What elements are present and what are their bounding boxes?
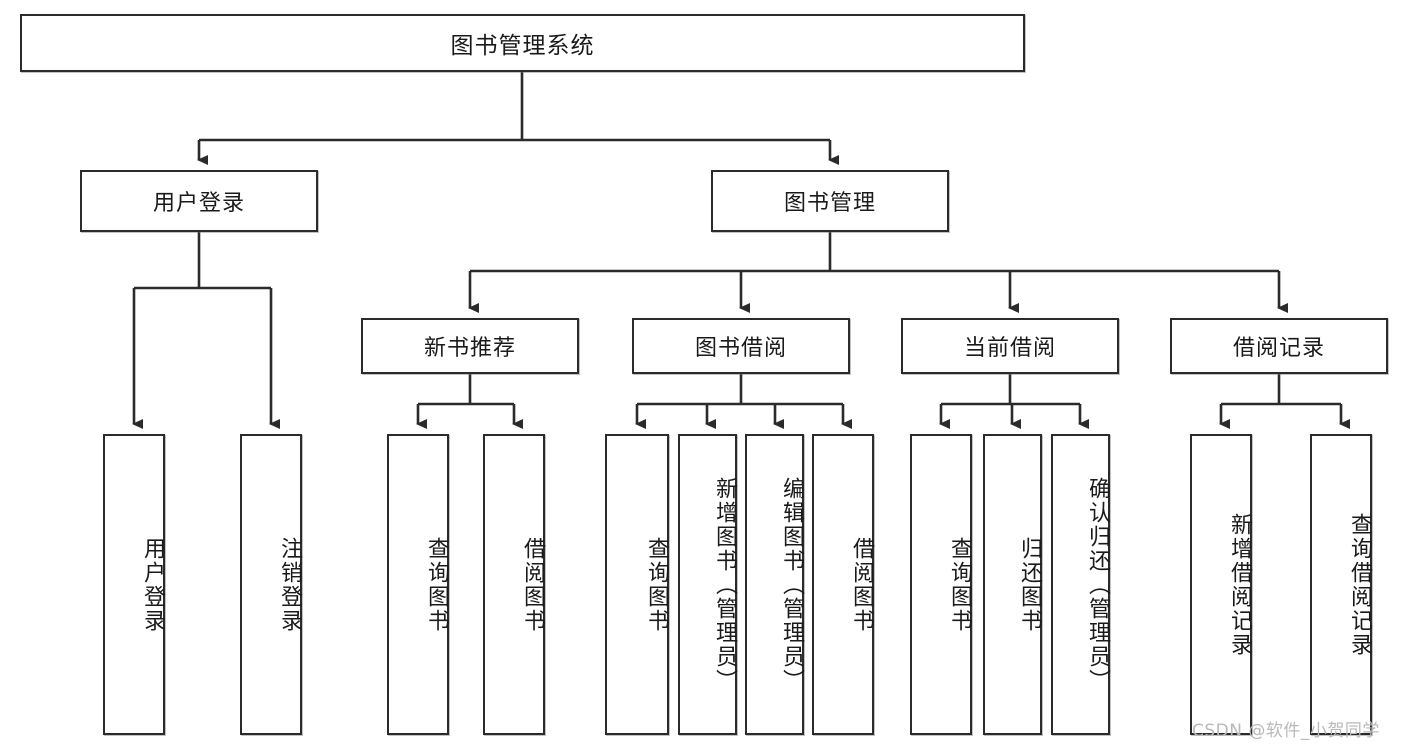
node-leaf-user-login[interactable]: 用户登录: [103, 434, 165, 735]
node-leaf-borrow-book-2[interactable]: 借阅图书: [812, 434, 874, 735]
node-leaf-add-borrow-record[interactable]: 新增借阅记录: [1190, 434, 1252, 735]
node-leaf-user-logout[interactable]: 注销登录: [240, 434, 302, 735]
node-label: 查询图书: [424, 536, 449, 633]
node-leaf-query-book-2[interactable]: 查询图书: [605, 434, 669, 735]
node-leaf-borrow-book-1[interactable]: 借阅图书: [483, 434, 545, 735]
node-label: 借阅图书: [849, 536, 874, 633]
node-label: 新书推荐: [423, 336, 516, 361]
node-label: 查询图书: [947, 536, 972, 633]
node-leaf-query-book-3[interactable]: 查询图书: [910, 434, 972, 735]
node-label: 查询图书: [644, 536, 669, 633]
node-leaf-edit-book-admin[interactable]: 编辑图书（管理员）: [745, 434, 804, 735]
node-label: 查询借阅记录: [1347, 512, 1372, 657]
node-label: 用户登录: [140, 536, 165, 633]
node-new-book-recommend[interactable]: 新书推荐: [361, 318, 579, 374]
node-label: 当前借阅: [963, 336, 1056, 361]
node-label: 确认归还（管理员）: [1085, 476, 1110, 693]
node-label: 图书借阅: [694, 336, 787, 361]
node-label: 借阅记录: [1232, 336, 1325, 361]
node-label: 新增借阅记录: [1227, 512, 1252, 657]
node-leaf-query-book-1[interactable]: 查询图书: [387, 434, 449, 735]
node-leaf-confirm-return-admin[interactable]: 确认归还（管理员）: [1051, 434, 1110, 735]
node-book-manage[interactable]: 图书管理: [711, 170, 949, 232]
node-borrow-record[interactable]: 借阅记录: [1170, 318, 1388, 374]
node-leaf-return-book[interactable]: 归还图书: [983, 434, 1042, 735]
node-label: 注销登录: [277, 536, 302, 633]
node-leaf-add-book-admin[interactable]: 新增图书（管理员）: [678, 434, 737, 735]
node-label: 归还图书: [1017, 536, 1042, 633]
node-label: 用户登录: [152, 191, 245, 216]
node-root-title[interactable]: 图书管理系统: [20, 14, 1025, 72]
node-label: 图书管理系统: [450, 33, 595, 59]
node-book-borrow[interactable]: 图书借阅: [632, 318, 850, 374]
node-leaf-query-borrow-record[interactable]: 查询借阅记录: [1310, 434, 1372, 735]
node-current-borrow[interactable]: 当前借阅: [901, 318, 1119, 374]
node-label: 借阅图书: [520, 536, 545, 633]
node-user-login[interactable]: 用户登录: [80, 170, 318, 232]
node-label: 编辑图书（管理员）: [779, 476, 804, 693]
csdn-watermark: CSDN @软件_小贺同学: [1192, 721, 1380, 741]
node-label: 新增图书（管理员）: [712, 476, 737, 693]
node-label: 图书管理: [783, 191, 876, 216]
